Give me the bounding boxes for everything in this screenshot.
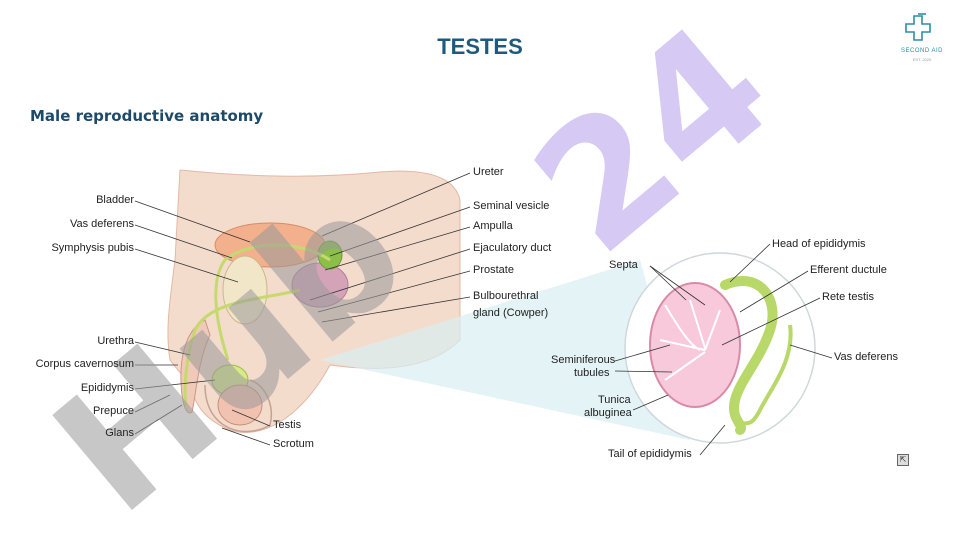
label-bladder: Bladder <box>96 194 134 206</box>
label-urethra: Urethra <box>97 335 134 347</box>
label-seminal-vesicle: Seminal vesicle <box>473 200 550 212</box>
label-corpus-cavernosum: Corpus cavernosum <box>35 358 134 370</box>
label-ampulla: Ampulla <box>473 220 513 232</box>
label-efferent-ductule: Efferent ductule <box>810 264 887 276</box>
label-scrotum: Scrotum <box>273 438 314 450</box>
label-ureter: Ureter <box>473 166 504 178</box>
brand-logo: SECOND AID EST. 2020 <box>892 12 952 68</box>
label-epididymis: Epididymis <box>80 382 134 394</box>
label-testis: Testis <box>273 419 302 431</box>
medical-cross-icon <box>905 13 931 41</box>
testis-cross-section <box>624 252 816 444</box>
label-ejaculatory-duct: Ejaculatory duct <box>473 242 552 254</box>
slide-title: TESTES <box>437 34 523 59</box>
expand-icon[interactable]: ⇱ <box>897 454 909 466</box>
label-prostate: Prostate <box>473 264 514 276</box>
label-bulbourethral: Bulbourethral <box>473 290 539 302</box>
sagittal-section <box>167 169 461 433</box>
label-tunica: Tunica <box>598 394 631 406</box>
label-rete-testis: Rete testis <box>822 291 874 303</box>
label-seminiferous: Seminiferous <box>551 354 616 366</box>
label-septa: Septa <box>609 259 638 271</box>
label-vas-deferens-right: Vas deferens <box>834 351 899 363</box>
label-prepuce: Prepuce <box>93 405 134 417</box>
slide-subtitle: Male reproductive anatomy <box>30 107 264 125</box>
label-tubules: tubules <box>574 367 610 379</box>
label-bulbourethral-gland: gland (Cowper) <box>473 307 549 319</box>
label-glans: Glans <box>105 427 134 439</box>
logo-text: SECOND AID <box>900 48 943 54</box>
label-head-of-epididymis: Head of epididymis <box>772 238 866 250</box>
logo-subtext: EST. 2020 <box>912 57 932 62</box>
label-vas-deferens: Vas deferens <box>69 218 134 230</box>
leader-lines <box>134 172 833 456</box>
label-albuginea: albuginea <box>584 407 632 419</box>
label-tail-of-epididymis: Tail of epididymis <box>608 448 692 460</box>
label-symphysis-pubis: Symphysis pubis <box>51 242 134 254</box>
